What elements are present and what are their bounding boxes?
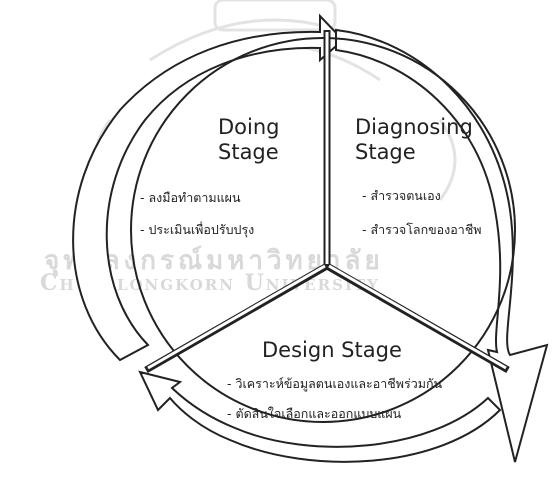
arrow-doing-to-diagnosing xyxy=(72,13,345,362)
doing-item-1: - ลงมือทำตามแผน xyxy=(140,190,241,205)
diagnosing-item-2: - สำรวจโลกของอาชีพ xyxy=(362,222,482,237)
diagnosing-title-line1: Diagnosing xyxy=(355,115,473,139)
doing-stage-title: Doing Stage xyxy=(218,115,280,165)
arrow-diagnosing-to-design xyxy=(335,28,549,463)
inner-circle xyxy=(130,37,516,423)
design-item-2: - ตัดสินใจเลือกและออกแบบแผน xyxy=(227,406,402,421)
diagnosing-stage-title: Diagnosing Stage xyxy=(355,115,473,165)
design-item-1: - วิเคราะห์ข้อมูลตนเองและอาชีพร่วมกัน xyxy=(227,376,443,391)
doing-title-line2: Stage xyxy=(218,140,279,164)
diagnosing-title-line2: Stage xyxy=(355,140,416,164)
diagnosing-item-1: - สำรวจตนเอง xyxy=(362,188,441,203)
design-stage-title: Design Stage xyxy=(262,338,402,362)
arrow-design-to-doing xyxy=(138,370,502,463)
doing-item-2: - ประเมินเพื่อปรับปรุง xyxy=(140,222,255,237)
doing-title-line1: Doing xyxy=(218,115,280,139)
